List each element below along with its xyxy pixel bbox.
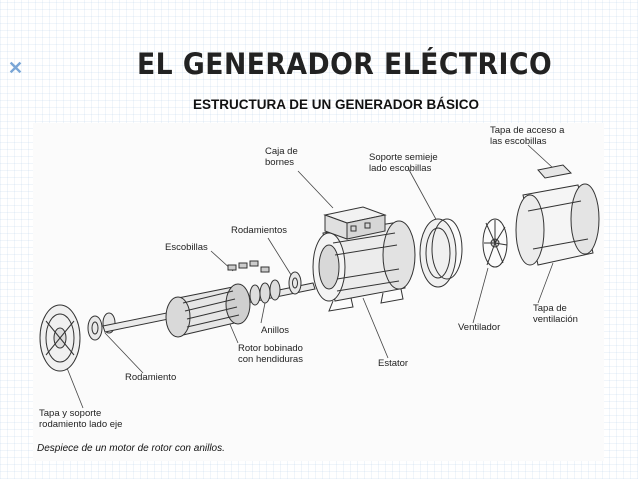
label-escobillas: Escobillas xyxy=(165,242,208,253)
label-rotor-bobinado: Rotor bobinado con hendiduras xyxy=(238,343,303,365)
label-caja-bornes: Caja de bornes xyxy=(265,146,298,168)
slide-title: EL GENERADOR ELÉCTRICO xyxy=(137,47,553,81)
brush-access-cover-part xyxy=(537,164,573,179)
fan-part xyxy=(482,218,508,268)
brushes-part xyxy=(227,260,270,273)
figure-caption: Despiece de un motor de rotor con anillo… xyxy=(37,443,225,454)
label-tapa-ventilacion: Tapa de ventilación xyxy=(533,303,578,325)
corner-x-mark: ✕ xyxy=(8,58,24,78)
leader-lines xyxy=(62,144,554,409)
exploded-motor-diagram: Caja de bornes Soporte semieje lado esco… xyxy=(33,123,604,461)
terminal-box-part xyxy=(323,206,387,240)
rotor-part xyxy=(165,283,251,338)
label-rodamientos: Rodamientos xyxy=(231,225,287,236)
label-ventilador: Ventilador xyxy=(458,322,501,333)
label-estator: Estator xyxy=(378,358,409,369)
slide-subtitle: ESTRUCTURA DE UN GENERADOR BÁSICO xyxy=(193,97,480,112)
fan-cover-part xyxy=(515,183,600,266)
label-tapa-soporte: Tapa y soporte rodamiento lado eje xyxy=(39,408,123,430)
slip-rings-part xyxy=(249,279,281,306)
label-tapa-acceso-escobillas: Tapa de acceso a las escobillas xyxy=(490,125,565,147)
motor-drawing xyxy=(39,144,600,409)
label-anillos: Anillos xyxy=(261,325,289,336)
end-shield-part xyxy=(39,304,81,372)
label-soporte-semieje: Soporte semieje lado escobillas xyxy=(369,152,438,174)
bearing-right-part xyxy=(288,271,302,295)
rear-bracket-part xyxy=(419,218,463,288)
label-rodamiento: Rodamiento xyxy=(125,372,177,383)
